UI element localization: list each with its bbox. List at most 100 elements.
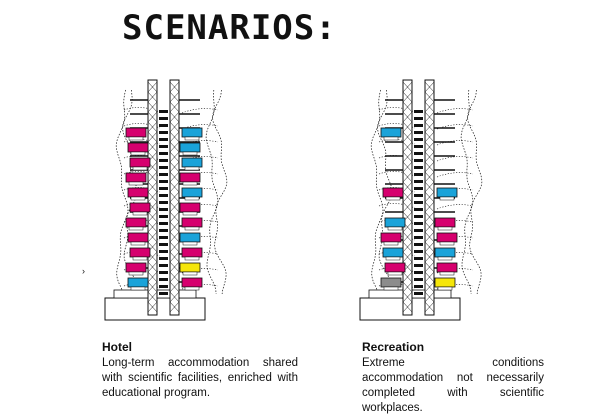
floor-slab (414, 222, 423, 225)
floor-slab (414, 278, 423, 281)
module-magenta (129, 157, 151, 168)
brace (169, 151, 180, 163)
module-cyan (127, 277, 149, 288)
module-balcony (184, 286, 200, 291)
brace (147, 271, 158, 283)
module-magenta (380, 232, 402, 243)
floor-slab (159, 138, 168, 141)
brace (402, 121, 413, 133)
recreation-tower-svg (359, 79, 483, 321)
floor-slab (159, 194, 168, 197)
brace (424, 171, 435, 183)
module-balcony (182, 271, 198, 276)
module-cyan (181, 187, 203, 198)
floor-slab (414, 138, 423, 141)
brace (402, 171, 413, 183)
brace (147, 221, 158, 233)
floor-slab (414, 229, 423, 232)
brace (147, 101, 158, 113)
hotel-caption: Hotel Long-term accommodation shared wit… (102, 340, 298, 401)
brace (424, 131, 435, 143)
floor-slab (159, 201, 168, 204)
module-magenta (127, 232, 149, 243)
floor-slab (159, 215, 168, 218)
brace (424, 231, 435, 243)
module-cyan (380, 127, 402, 138)
module-magenta (179, 172, 201, 183)
envelope-curve (122, 89, 138, 295)
module-balcony (132, 166, 148, 171)
floor-slab (414, 271, 423, 274)
brace (169, 201, 180, 213)
brace (424, 161, 435, 173)
brace (402, 91, 413, 103)
brace (147, 191, 158, 203)
floor-contour (378, 203, 474, 210)
floor-slab (159, 292, 168, 295)
floor-slab (414, 292, 423, 295)
module-balcony (132, 211, 148, 216)
brace (402, 201, 413, 213)
brace (147, 121, 158, 133)
module-magenta (125, 217, 147, 228)
module-cyan (384, 217, 406, 228)
brace (169, 291, 180, 303)
floor-slab (414, 208, 423, 211)
floor-slab (414, 264, 423, 267)
brace (424, 201, 435, 213)
brace (402, 151, 413, 163)
recreation-heading: Recreation (362, 340, 425, 354)
brace (424, 81, 435, 93)
module-cyan (181, 127, 203, 138)
floor-slab (159, 208, 168, 211)
module-balcony (182, 211, 198, 216)
brace (169, 91, 180, 103)
floor-slab (159, 222, 168, 225)
brace (402, 141, 413, 153)
brace (147, 231, 158, 243)
module-balcony (128, 271, 144, 276)
module-balcony (437, 256, 453, 261)
floor-slab (159, 250, 168, 253)
brace (169, 241, 180, 253)
floor-slab (159, 271, 168, 274)
brace (424, 151, 435, 163)
brace (169, 231, 180, 243)
floor-slab (159, 264, 168, 267)
floor-slab (414, 117, 423, 120)
brace (147, 81, 158, 93)
brace (169, 271, 180, 283)
module-balcony (439, 241, 455, 246)
module-magenta (436, 262, 458, 273)
floor-slab (159, 166, 168, 169)
floor-slab (159, 131, 168, 134)
module-cyan (436, 187, 458, 198)
hotel-description: Long-term accommodation shared with scie… (102, 357, 298, 399)
module-balcony (184, 196, 200, 201)
floor-slab (414, 145, 423, 148)
module-magenta (125, 262, 147, 273)
module-cyan (434, 247, 456, 258)
floor-slab (414, 110, 423, 113)
brace (147, 181, 158, 193)
envelope-curve (115, 89, 129, 295)
brace (147, 91, 158, 103)
brace (169, 111, 180, 123)
floor-slab (159, 152, 168, 155)
module-balcony (132, 256, 148, 261)
recreation-tower-diagram (355, 70, 495, 325)
brace (424, 251, 435, 263)
brace (147, 131, 158, 143)
brace (402, 271, 413, 283)
brace (402, 181, 413, 193)
floor-contour (378, 171, 474, 178)
module-balcony (130, 196, 146, 201)
recreation-caption: Recreation Extreme conditions accommodat… (362, 340, 544, 416)
module-cyan (181, 157, 203, 168)
envelope-curve (212, 89, 228, 295)
hotel-tower-diagram (100, 70, 240, 325)
module-cyan (382, 247, 404, 258)
brace (424, 301, 435, 313)
brace (147, 291, 158, 303)
module-balcony (437, 286, 453, 291)
